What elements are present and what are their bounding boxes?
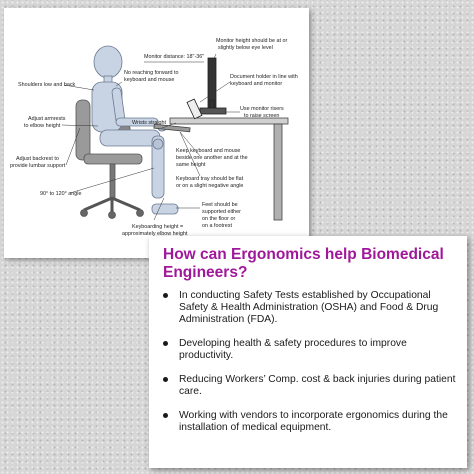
ergonomic-workstation-diagram: Monitor height should be at or slightly …: [10, 38, 299, 237]
seated-figure: [91, 45, 179, 215]
ergonomics-diagram-slide: Monitor height should be at or slightly …: [4, 8, 309, 258]
leader-lines: [61, 53, 240, 221]
label-monitor-distance: Monitor distance: 18"-36": [144, 54, 204, 60]
label-backrest: Adjust backrest to provide lumbar suppor…: [10, 156, 66, 169]
label-document-holder: Document holder in line with keyboard an…: [230, 74, 299, 87]
bullet-icon: [163, 413, 168, 418]
label-use-risers: Use monitor risers to raise screen: [240, 106, 285, 119]
bullet-text: In conducting Safety Tests established b…: [179, 290, 439, 325]
monitor: [186, 57, 227, 120]
bullet-text: Developing health & safety procedures to…: [179, 338, 407, 361]
bullet-icon: [163, 293, 168, 298]
bullet-text: Working with vendors to incorporate ergo…: [179, 410, 448, 433]
bullet-list: In conducting Safety Tests established b…: [163, 290, 457, 434]
ergonomics-text-slide: How can Ergonomics help Biomedical Engin…: [149, 236, 467, 468]
label-armrests: Adjust armrests to elbow height: [24, 116, 67, 129]
bullet-item: Working with vendors to incorporate ergo…: [163, 410, 457, 434]
label-keyboard-tray: Keyboard tray should be flat or on a sli…: [176, 176, 245, 189]
bullet-icon: [163, 341, 168, 346]
bullet-item: Developing health & safety procedures to…: [163, 338, 457, 362]
label-feet: Feet should be supported either on the f…: [202, 202, 242, 229]
slide-title: How can Ergonomics help Biomedical Engin…: [163, 246, 444, 281]
label-keep-keyboard: Keep keyboard and mouse beside one anoth…: [176, 148, 249, 168]
bullet-icon: [163, 377, 168, 382]
label-angle: 90° to 120° angle: [40, 191, 81, 197]
label-wrists: Wrists straight: [132, 120, 167, 126]
bullet-text: Reducing Workers’ Comp. cost & back inju…: [179, 374, 456, 397]
office-chair: [75, 99, 144, 219]
label-no-reaching: No reaching forward to keyboard and mous…: [124, 70, 180, 83]
bullet-item: In conducting Safety Tests established b…: [163, 290, 457, 326]
bullet-item: Reducing Workers’ Comp. cost & back inju…: [163, 374, 457, 398]
label-monitor-height: Monitor height should be at or slightly …: [216, 38, 289, 51]
label-shoulders: Shoulders low and back: [18, 82, 76, 88]
desk: [153, 117, 289, 221]
label-keyboarding-height: Keyboarding height = approximately elbow…: [122, 224, 188, 237]
